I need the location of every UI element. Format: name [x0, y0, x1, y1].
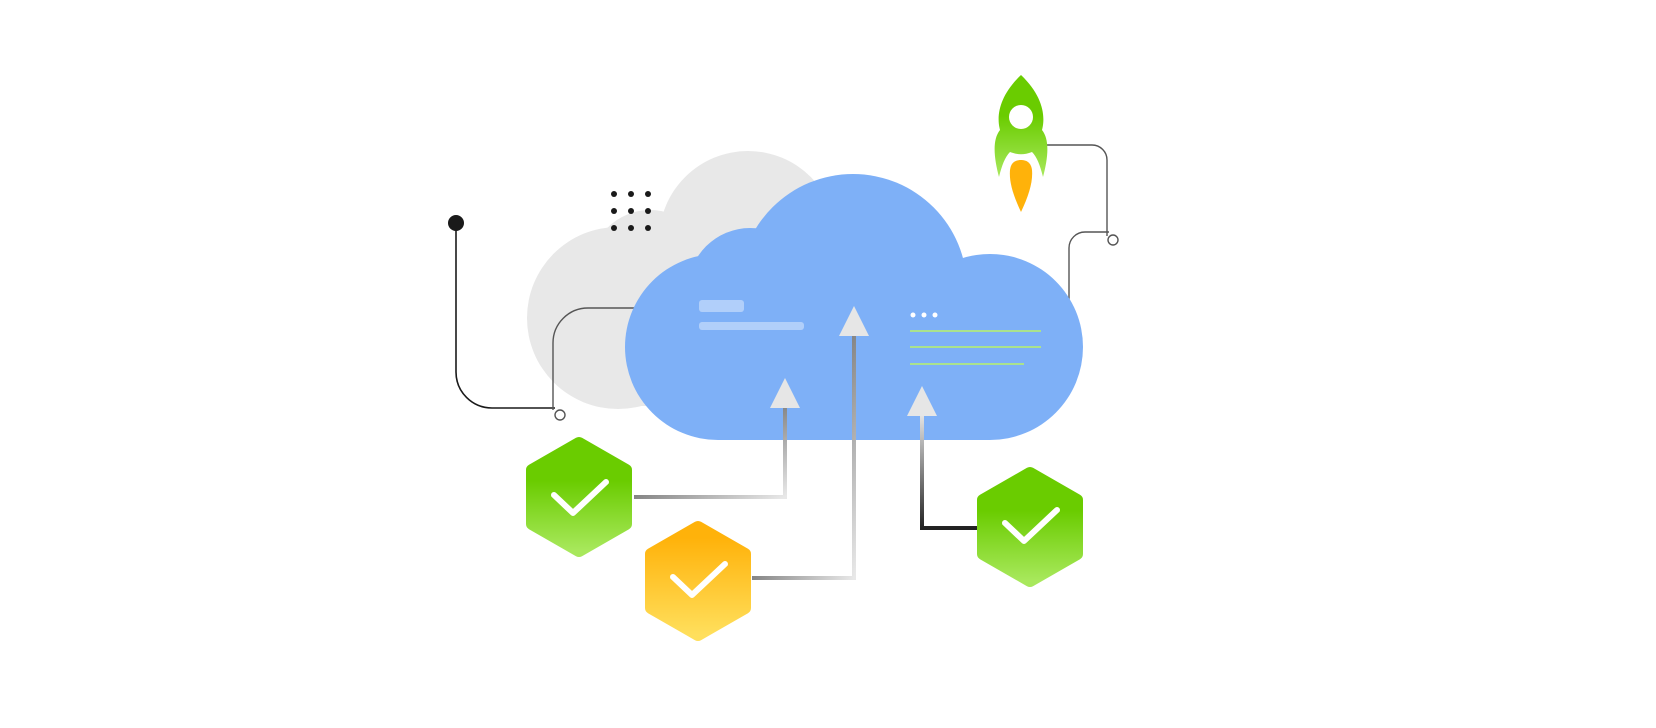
check-badge-icon — [645, 521, 751, 641]
rocket-flame-icon — [1009, 160, 1033, 212]
upload-arrow-icon — [634, 378, 800, 499]
upload-arrow-icon — [907, 386, 977, 530]
rocket-icon — [994, 75, 1048, 212]
dot-grid — [611, 191, 651, 231]
left-connector-lines — [448, 215, 640, 421]
checkmark-icon — [551, 479, 609, 516]
cloud-content-placeholder — [699, 300, 1041, 365]
right-connector-lines — [1040, 144, 1119, 300]
checkmark-icon — [670, 561, 728, 598]
checkmark-icon — [1002, 507, 1060, 544]
upload-arrow-icon — [752, 306, 869, 580]
check-badge-icon — [526, 437, 632, 557]
check-badge-icon — [977, 467, 1083, 587]
